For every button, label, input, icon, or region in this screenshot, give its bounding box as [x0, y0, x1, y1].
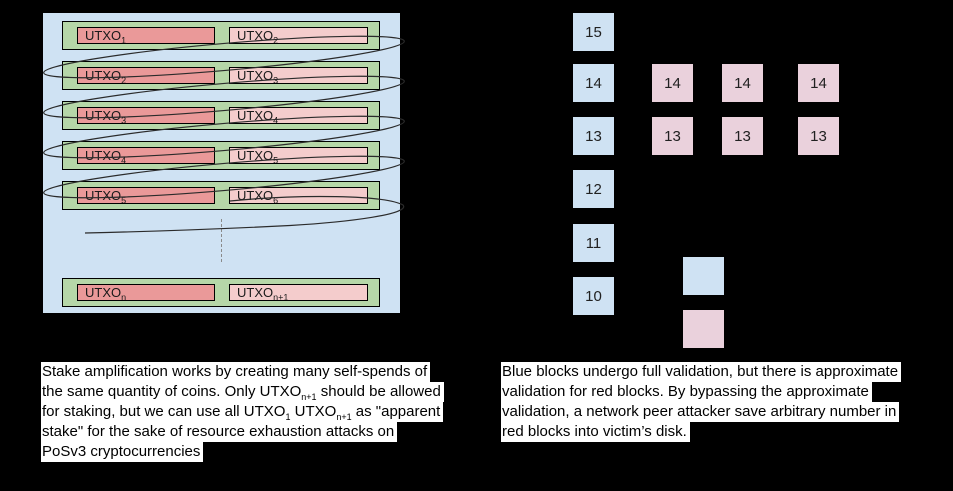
utxo-label-subscript: 2 [273, 35, 279, 44]
utxo-box-output: UTXO5 [229, 147, 368, 164]
utxo-label-subscript: 6 [273, 195, 279, 204]
caption-text: validation, a network peer attacker save… [502, 403, 897, 420]
utxo-box-spent: UTXO3 [77, 107, 215, 124]
blue-block: 13 [573, 117, 614, 155]
utxo-box-output: UTXO6 [229, 187, 368, 204]
utxo-box-spent: UTXO2 [77, 67, 215, 84]
blue-block: 12 [573, 170, 614, 208]
utxo-box-output: UTXOn+1 [229, 284, 368, 301]
utxo-box-output: UTXO4 [229, 107, 368, 124]
caption-text: validation for red blocks. By bypassing … [502, 383, 869, 400]
caption-line: PoSv3 cryptocurrencies [41, 442, 204, 462]
caption-text: as "apparent [351, 403, 441, 420]
caption-text: stake" for the sake of resource exhausti… [42, 423, 395, 440]
utxo-box-spent: UTXO5 [77, 187, 215, 204]
utxo-label-subscript: 5 [273, 155, 279, 164]
utxo-label-subscript: 3 [273, 75, 279, 84]
utxo-label-subscript: 1 [121, 35, 127, 44]
utxo-label-subscript: 2 [121, 75, 127, 84]
caption-line: validation for red blocks. By bypassing … [501, 382, 872, 402]
red-block: 13 [652, 117, 693, 155]
utxo-label: UTXO [237, 28, 274, 43]
utxo-label: UTXO [85, 148, 122, 163]
blue-block: 14 [573, 64, 614, 102]
utxo-label: UTXO [237, 68, 274, 83]
caption-text: Stake amplification works by creating ma… [42, 363, 428, 380]
utxo-label: UTXO [85, 68, 122, 83]
utxo-label-subscript: 4 [121, 155, 127, 164]
caption-text: PoSv3 cryptocurrencies [42, 443, 201, 460]
caption-left: Stake amplification works by creating ma… [41, 362, 444, 462]
utxo-label: UTXO [237, 285, 274, 300]
caption-text: red blocks into victim’s disk. [502, 423, 687, 440]
caption-subscript: n+1 [301, 392, 317, 402]
utxo-label: UTXO [85, 285, 122, 300]
red-block: 14 [722, 64, 763, 102]
utxo-label-subscript: 5 [121, 195, 127, 204]
utxo-label: UTXO [237, 188, 274, 203]
utxo-box-spent: UTXO1 [77, 27, 215, 44]
legend-red-block [683, 310, 724, 348]
caption-line: validation, a network peer attacker save… [501, 402, 900, 422]
utxo-label-subscript: n [121, 292, 127, 301]
caption-line: Blue blocks undergo full validation, but… [501, 362, 902, 382]
utxo-label-subscript: 4 [273, 115, 279, 124]
utxo-label: UTXO [85, 108, 122, 123]
red-block: 13 [722, 117, 763, 155]
utxo-label: UTXO [237, 148, 274, 163]
utxo-box-spent: UTXO4 [77, 147, 215, 164]
caption-subscript: n+1 [336, 412, 352, 422]
caption-text: should be allowed [316, 383, 441, 400]
blue-block: 15 [573, 13, 614, 51]
continuation-dashed-line [221, 219, 222, 262]
legend-blue-block [683, 257, 724, 295]
utxo-box-spent: UTXOn [77, 284, 215, 301]
utxo-box-output: UTXO2 [229, 27, 368, 44]
utxo-label-subscript: n+1 [273, 292, 289, 301]
caption-line: stake" for the sake of resource exhausti… [41, 422, 398, 442]
utxo-label: UTXO [85, 28, 122, 43]
utxo-box-output: UTXO3 [229, 67, 368, 84]
caption-line: the same quantity of coins. Only UTXOn+1… [41, 382, 444, 402]
caption-line: Stake amplification works by creating ma… [41, 362, 431, 382]
red-block: 14 [798, 64, 839, 102]
blue-block: 10 [573, 277, 614, 315]
caption-text: for staking, but we can use all UTXO [42, 403, 286, 420]
blue-block: 11 [573, 224, 614, 262]
red-block: 13 [798, 117, 839, 155]
caption-line: red blocks into victim’s disk. [501, 422, 690, 442]
utxo-label-subscript: 3 [121, 115, 127, 124]
red-block: 14 [652, 64, 693, 102]
utxo-label: UTXO [85, 188, 122, 203]
utxo-label: UTXO [237, 108, 274, 123]
caption-line: for staking, but we can use all UTXO1 UT… [41, 402, 444, 422]
caption-text: the same quantity of coins. Only UTXO [42, 383, 302, 400]
caption-text: Blue blocks undergo full validation, but… [502, 363, 899, 380]
caption-subscript: 1 [285, 412, 291, 422]
caption-text: UTXO [290, 403, 337, 420]
caption-right: Blue blocks undergo full validation, but… [501, 362, 902, 442]
